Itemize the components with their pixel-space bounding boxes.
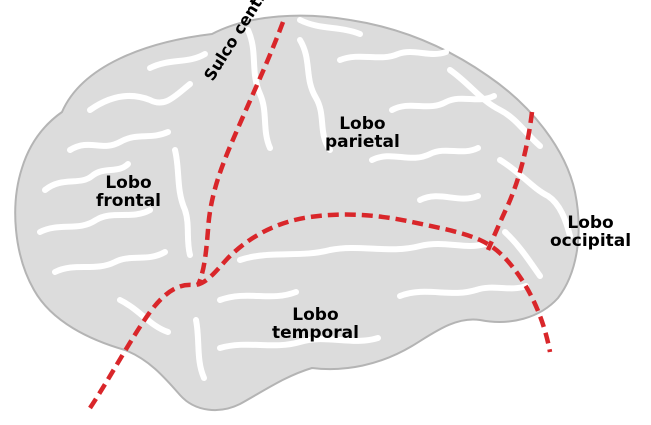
frontal-lobe-label-line2: frontal [96, 192, 161, 210]
temporal-lobe-label: Lobo temporal [272, 306, 359, 342]
sulcus [420, 196, 478, 200]
temporal-lobe-label-line1: Lobo [272, 306, 359, 324]
temporal-lobe-label-line2: temporal [272, 324, 359, 342]
occipital-lobe-label-line2: occipital [550, 232, 631, 250]
occipital-lobe-label-line1: Lobo [550, 214, 631, 232]
occipital-lobe-label: Lobo occipital [550, 214, 631, 250]
frontal-lobe-label-line1: Lobo [96, 174, 161, 192]
parietal-lobe-label-line1: Lobo [325, 115, 400, 133]
parietal-lobe-label-line2: parietal [325, 133, 400, 151]
parietal-lobe-label: Lobo parietal [325, 115, 400, 151]
frontal-lobe-label: Lobo frontal [96, 174, 161, 210]
cerebrum-outline [15, 16, 578, 410]
